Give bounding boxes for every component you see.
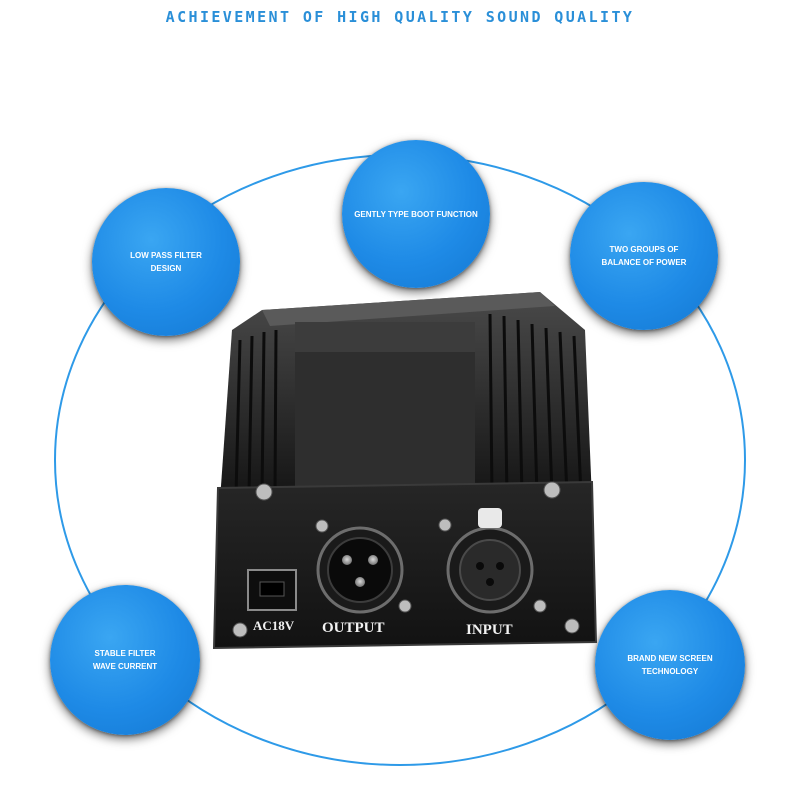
power-jack-label: AC18V — [253, 618, 295, 633]
feature-bubble-balance: TWO GROUPS OF BALANCE OF POWER — [570, 182, 718, 330]
xlr-input-connector — [446, 508, 534, 614]
feature-text-balance: TWO GROUPS OF BALANCE OF POWER — [601, 245, 687, 267]
phantom-power-device — [212, 292, 598, 650]
feature-text-stable: STABLE FILTER WAVE CURRENT — [92, 649, 158, 671]
feature-bubble-screen: BRAND NEW SCREEN TECHNOLOGY — [595, 590, 745, 740]
xlr-output-connector — [316, 526, 404, 614]
panel-screws — [232, 481, 580, 638]
feature-text-screen: BRAND NEW SCREEN TECHNOLOGY — [627, 654, 713, 676]
output-label: OUTPUT — [322, 620, 385, 636]
heatsink-fins — [234, 313, 583, 496]
feature-text-gently: GENTLY TYPE BOOT FUNCTION — [354, 209, 478, 219]
feature-bubble-stable: STABLE FILTER WAVE CURRENT — [50, 585, 200, 735]
feature-bubble-low-pass: LOW PASS FILTER DESIGN — [92, 188, 240, 336]
feature-bubble-gently: GENTLY TYPE BOOT FUNCTION — [342, 140, 490, 288]
page-title: ACHIEVEMENT OF HIGH QUALITY SOUND QUALIT… — [165, 8, 635, 26]
feature-text-low-pass: LOW PASS FILTER DESIGN — [130, 251, 202, 273]
input-label: INPUT — [466, 622, 513, 638]
